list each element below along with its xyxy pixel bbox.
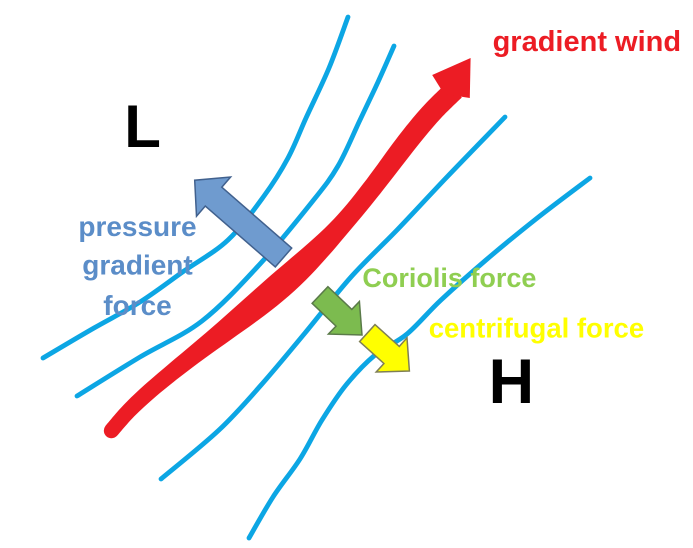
svg-text:gradient wind: gradient wind [493, 26, 681, 58]
svg-text:centrifugal force: centrifugal force [429, 313, 644, 344]
svg-text:pressure: pressure [78, 211, 196, 242]
svg-text:Coriolis force: Coriolis force [362, 263, 536, 293]
svg-text:H: H [489, 347, 534, 417]
svg-text:gradient: gradient [82, 250, 192, 281]
svg-text:force: force [103, 290, 171, 321]
svg-text:L: L [124, 93, 161, 160]
